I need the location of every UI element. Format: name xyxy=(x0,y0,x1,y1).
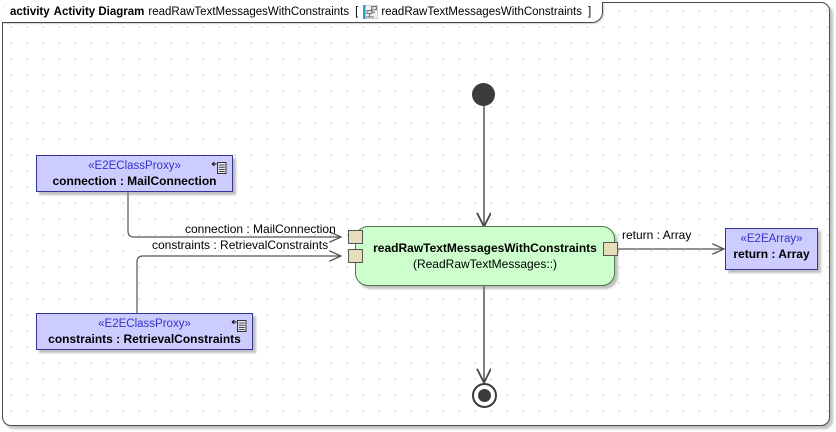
activity-final-node-core xyxy=(478,389,491,402)
object-node-constraints[interactable]: «E2EClassProxy» constraints : RetrievalC… xyxy=(36,313,253,350)
object-node-stereotype: «E2EClassProxy» xyxy=(88,160,181,172)
frame-type-label: Activity Diagram xyxy=(53,6,145,18)
bracket-open: [ xyxy=(355,6,359,18)
edge-label-constraints: constraints : RetrievalConstraints xyxy=(152,238,329,252)
frame-content-name: readRawTextMessagesWithConstraints xyxy=(381,6,583,18)
proxy-import-icon xyxy=(210,161,227,174)
proxy-import-icon xyxy=(230,319,247,332)
object-node-connection[interactable]: «E2EClassProxy» connection : MailConnect… xyxy=(36,155,233,192)
input-pin-connection[interactable] xyxy=(348,230,363,244)
initial-node[interactable] xyxy=(472,83,495,106)
action-node-readRawTextMessagesWithConstraints[interactable]: readRawTextMessagesWithConstraints (Read… xyxy=(355,226,615,286)
input-pin-constraints[interactable] xyxy=(348,249,363,263)
action-node-name: readRawTextMessagesWithConstraints xyxy=(373,241,597,255)
object-node-stereotype: «E2EClassProxy» xyxy=(98,318,191,330)
object-node-label: connection : MailConnection xyxy=(52,174,217,188)
object-node-stereotype: «E2EArray» xyxy=(740,233,803,245)
edge-label-connection: connection : MailConnection xyxy=(185,222,336,236)
activity-diagram-icon xyxy=(363,4,379,20)
bracket-close: ] xyxy=(588,6,592,18)
object-node-label: constraints : RetrievalConstraints xyxy=(48,332,241,346)
frame-diagram-name: readRawTextMessagesWithConstraints xyxy=(148,6,350,18)
edge-label-return: return : Array xyxy=(622,228,692,242)
object-node-return[interactable]: «E2EArray» return : Array xyxy=(725,228,818,270)
output-pin-return[interactable] xyxy=(603,242,618,256)
diagram-frame xyxy=(2,2,830,426)
object-node-label: return : Array xyxy=(733,247,810,261)
action-node-qualifier: (ReadRawTextMessages::) xyxy=(412,257,558,271)
frame-keyword: activity xyxy=(10,6,50,18)
diagram-frame-title[interactable]: activity Activity Diagram readRawTextMes… xyxy=(2,2,604,23)
